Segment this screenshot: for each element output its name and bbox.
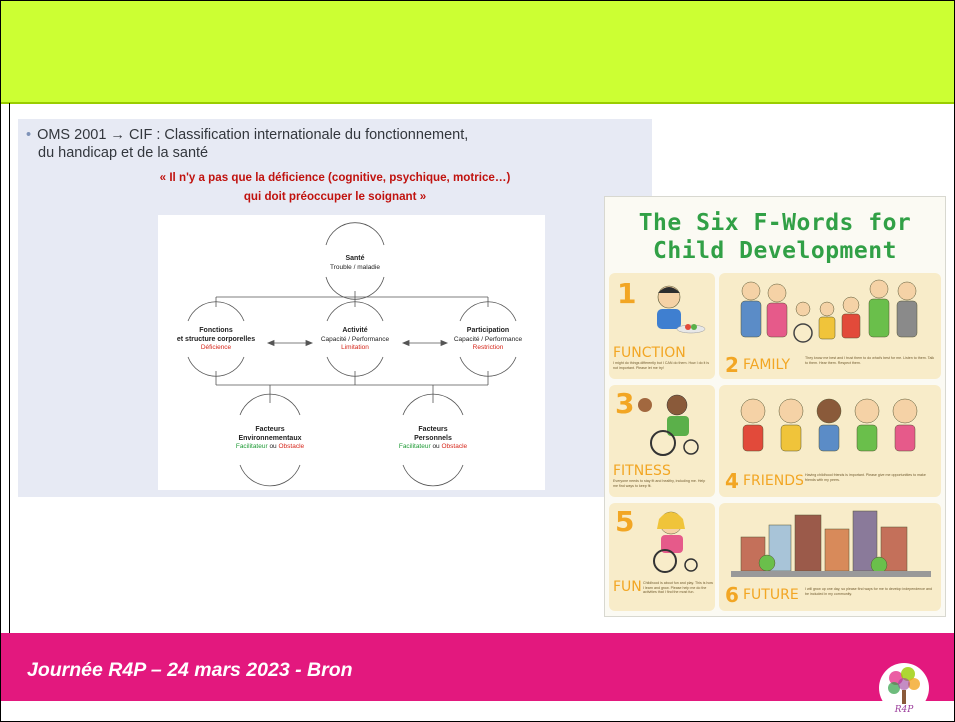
logo-label: R4P	[894, 705, 914, 715]
text-fun: Childhood is about fun and play. This is…	[643, 581, 713, 595]
r4p-logo: R4P	[878, 662, 930, 720]
cif-diagram: Santé Trouble / maladie Fonctions et str…	[158, 215, 545, 490]
text-fitness: Everyone needs to stay fit and healthy, …	[613, 479, 706, 488]
pers-obstacle: Obstacle	[441, 443, 468, 450]
quote-line1: « Il n'y a pas que la déficience (cognit…	[159, 171, 511, 184]
bullet-line1: OMS 2001 → CIF : Classification internat…	[37, 127, 469, 143]
girl-wheelchair-illustration	[653, 511, 698, 573]
city-illustration	[731, 510, 931, 577]
card-fitness: 3 FITNESS Everyone needs to stay fit and…	[609, 385, 715, 497]
wheelchair-fitness-illustration	[638, 394, 699, 456]
bullet-dot-icon: •	[26, 127, 32, 143]
bullet-line2: du handicap et de la santé	[38, 145, 209, 161]
fonctions-title1: Fonctions	[199, 327, 233, 334]
text-future: I will grow up one day, so please find w…	[805, 587, 932, 596]
f-words-poster: The Six F-Words for Child Development 1 …	[604, 196, 946, 617]
text-function: I might do things differently but I CAN …	[613, 361, 710, 370]
word-function: FUNCTION	[613, 345, 686, 361]
env-obstacle: Obstacle	[278, 443, 305, 450]
pers-title2: Personnels	[414, 434, 452, 442]
node-env: Facteurs Environnementaux Facilitateur o…	[225, 426, 315, 452]
left-rule	[9, 103, 10, 633]
participation-title: Participation	[466, 327, 510, 334]
word-fun: FUN	[613, 579, 642, 595]
env-title1: Facteurs	[255, 426, 285, 433]
fonctions-title2: et structure corporelles	[176, 335, 256, 343]
env-ou: ou	[267, 443, 279, 450]
node-sante: Santé Trouble / maladie	[315, 255, 395, 272]
sante-title: Santé	[345, 255, 365, 262]
activite-limitation: Limitation	[341, 344, 369, 351]
footer-band: Journée R4P – 24 mars 2023 - Bron	[1, 633, 954, 701]
activite-title: Activité	[342, 327, 368, 334]
num-6: 6	[725, 583, 739, 607]
quote-line2: qui doit préoccuper le soignant »	[243, 190, 427, 203]
env-title2: Environnementaux	[238, 434, 302, 442]
word-fitness: FITNESS	[613, 463, 671, 479]
activite-sub: Capacité / Performance	[320, 335, 390, 343]
title-band	[1, 1, 954, 104]
card-friends: 4 FRIENDS Having childhood friends is im…	[719, 385, 941, 497]
card-fun: 5 FUN Childhood is about fun and play. T…	[609, 503, 715, 611]
friends-illustration	[740, 398, 918, 452]
env-facilitateur: Facilitateur	[235, 443, 268, 450]
footer-text: Journée R4P – 24 mars 2023 - Bron	[27, 659, 353, 681]
num-1: 1	[617, 277, 637, 310]
node-fonctions: Fonctions et structure corporelles Défic…	[158, 327, 274, 353]
poster-title: The Six F-Words for Child Development	[605, 209, 945, 265]
family-illustration	[740, 279, 918, 343]
num-4: 4	[725, 469, 739, 493]
sante-sub: Trouble / maladie	[330, 263, 380, 271]
text-friends: Having childhood friends is important. P…	[805, 473, 926, 482]
card-function: 1 FUNCTION I might do things differently…	[609, 273, 715, 379]
num-3: 3	[615, 387, 635, 420]
card-future: 6 FUTURE I will grow up one day, so plea…	[719, 503, 941, 611]
tree-logo-icon	[879, 663, 929, 713]
cif-diagram-lines	[187, 222, 517, 487]
node-pers: Facteurs Personnels Facilitateur ou Obst…	[388, 426, 478, 452]
node-activite: Activité Capacité / Performance Limitati…	[315, 327, 395, 353]
word-future: FUTURE	[743, 587, 799, 603]
num-2: 2	[725, 353, 739, 377]
text-family: They know me best and I trust them to do…	[805, 356, 935, 365]
poster-title-line2: Child Development	[653, 238, 897, 264]
participation-restriction: Restriction	[472, 344, 504, 351]
num-5: 5	[615, 505, 635, 538]
cif-bullet: • OMS 2001 → CIF : Classification interna…	[26, 126, 646, 162]
pers-ou: ou	[430, 443, 442, 450]
node-participation: Participation Capacité / Performance Res…	[447, 327, 529, 353]
pers-facilitateur: Facilitateur	[398, 443, 431, 450]
pers-title1: Facteurs	[418, 426, 448, 433]
card-family: 2 FAMILY They know me best and I trust t…	[719, 273, 941, 379]
child-eating-illustration	[657, 285, 706, 334]
participation-sub: Capacité / Performance	[453, 335, 523, 343]
word-friends: FRIENDS	[743, 473, 804, 489]
word-family: FAMILY	[743, 357, 791, 373]
fonctions-deficience: Déficience	[200, 344, 232, 351]
poster-title-line1: The Six F-Words for	[638, 210, 912, 236]
